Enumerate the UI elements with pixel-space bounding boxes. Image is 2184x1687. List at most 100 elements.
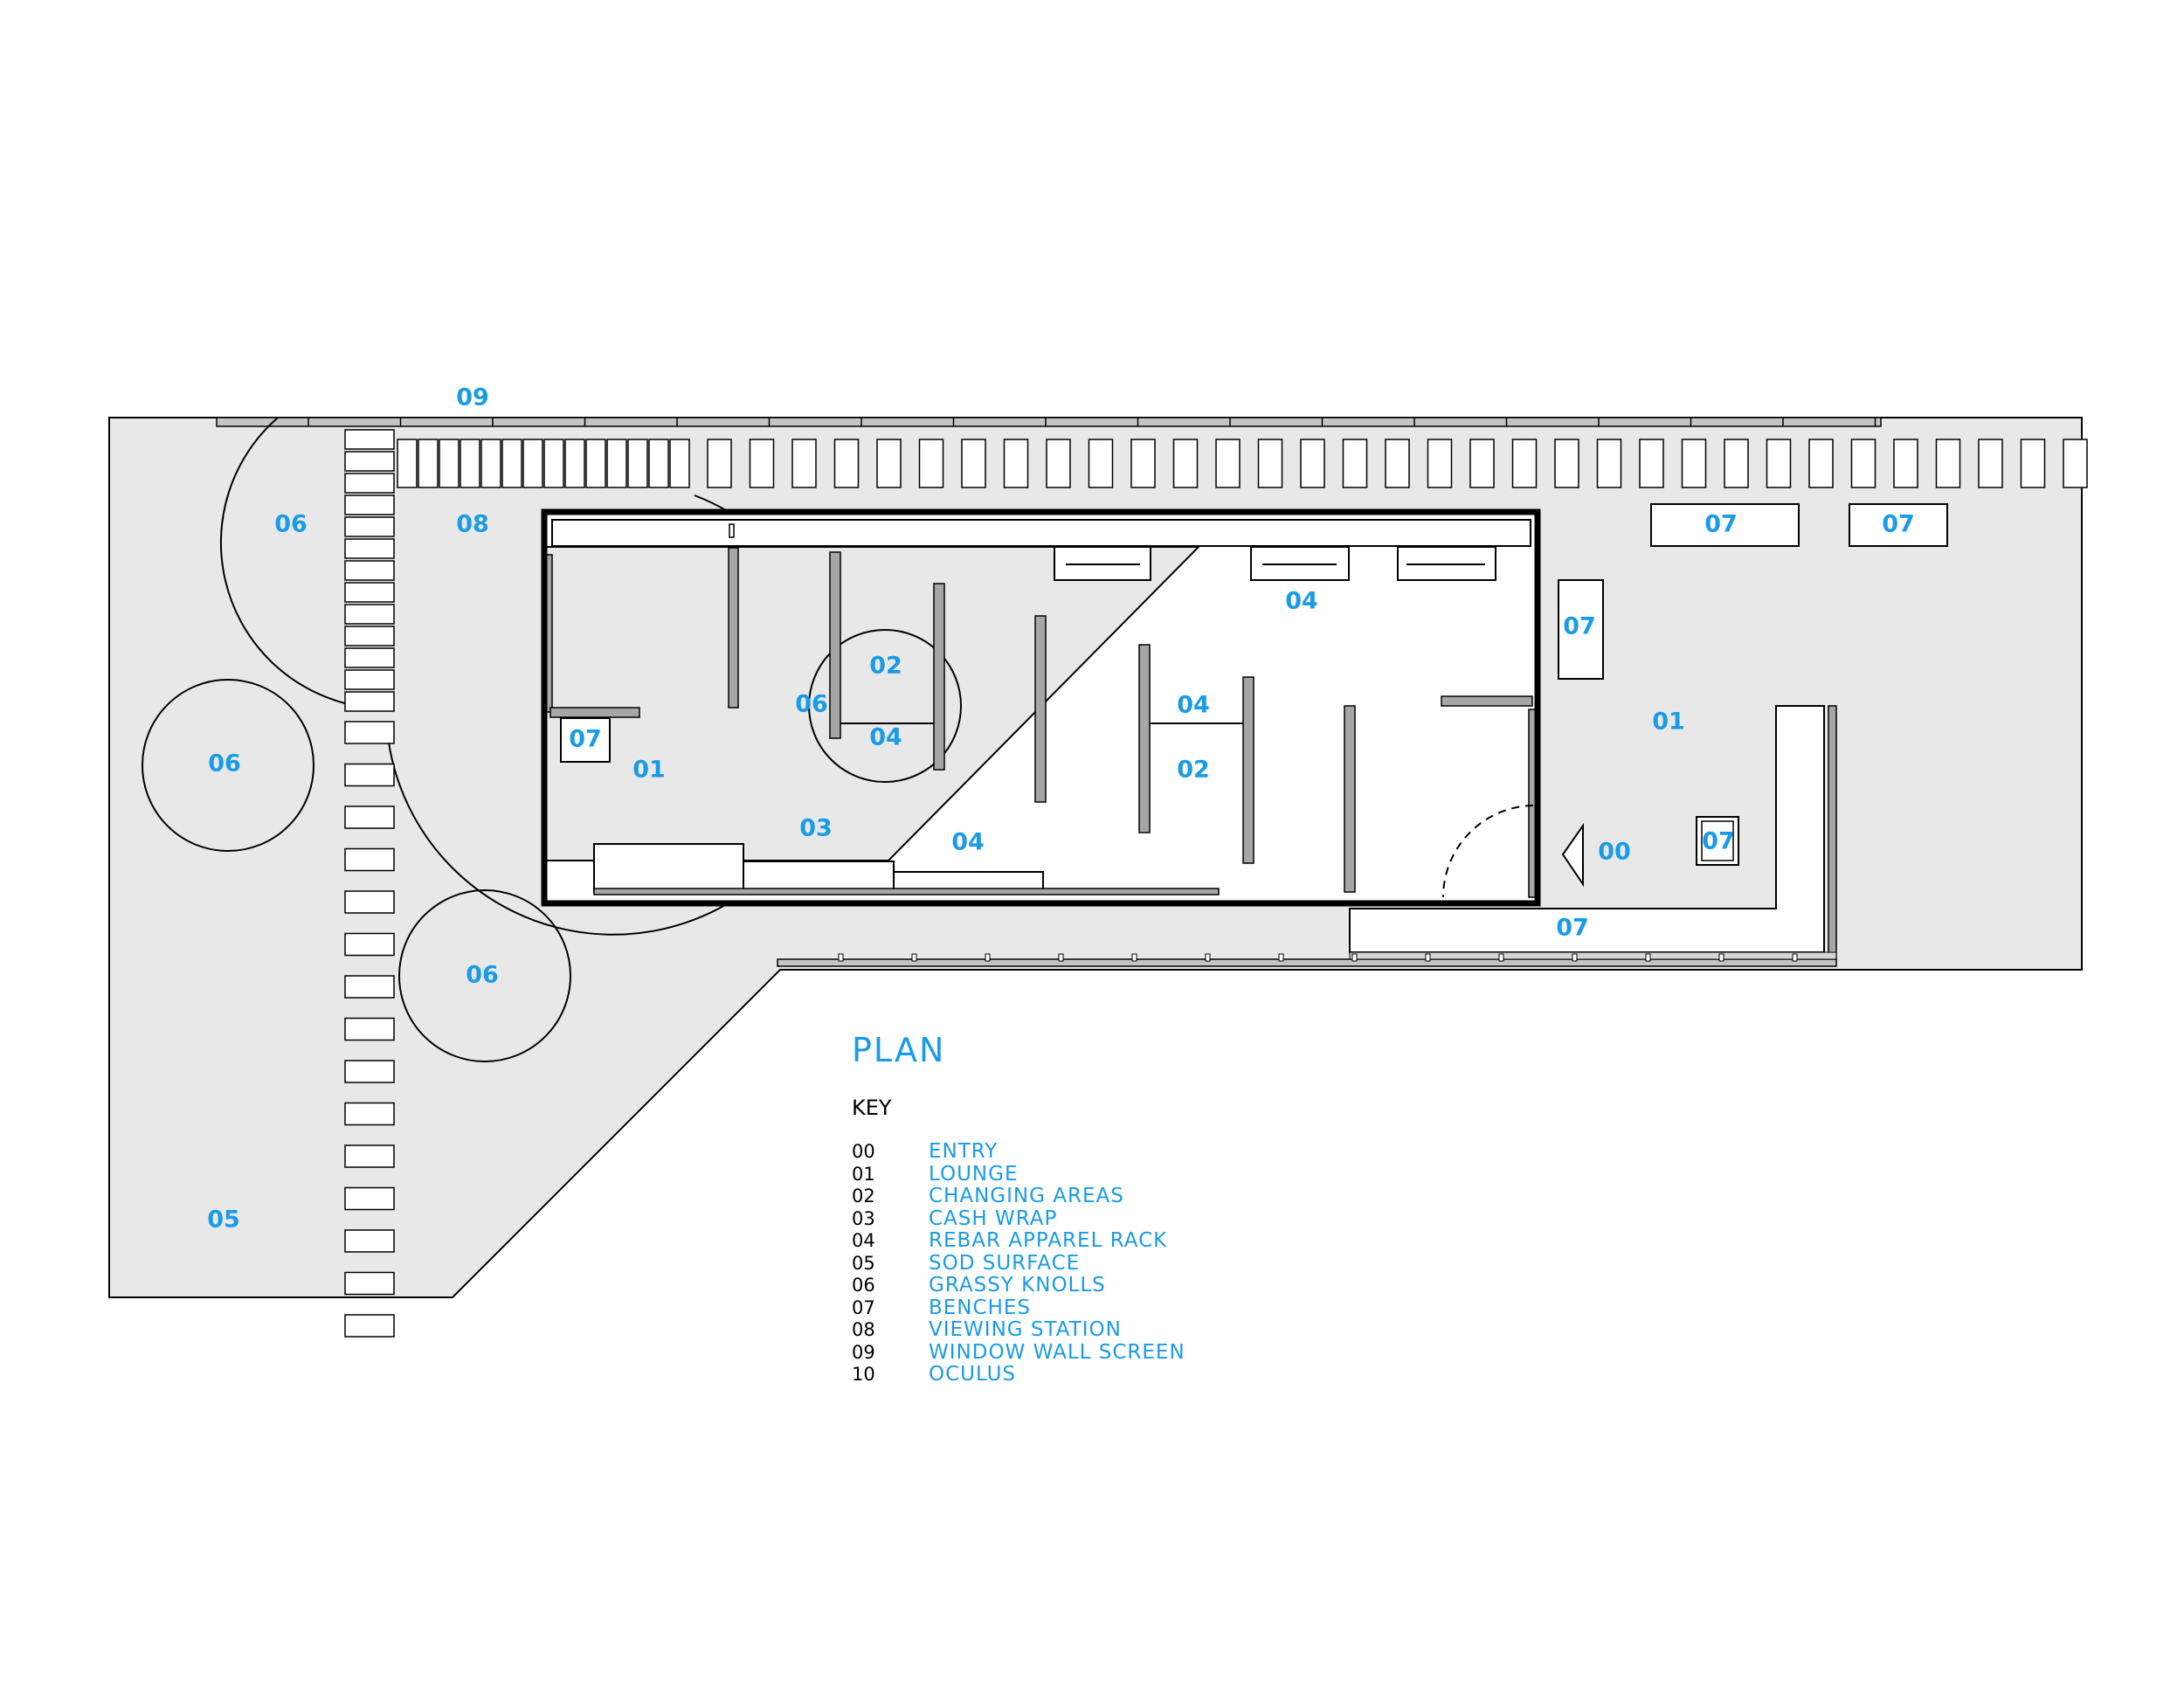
cash-wrap — [593, 843, 1220, 895]
entry-arrow — [1561, 822, 1584, 888]
grassy-knoll-circle — [398, 889, 571, 1062]
stepping-stone — [344, 1144, 395, 1168]
top-pavers — [397, 439, 2088, 488]
stepping-stone — [344, 647, 395, 668]
label-03: 03 — [799, 815, 833, 842]
window-wall-screen — [216, 417, 1882, 427]
stepping-stone — [344, 1060, 395, 1083]
label-06: 06 — [466, 962, 499, 989]
stepping-stone — [344, 890, 395, 914]
paver — [2063, 439, 2088, 488]
paver — [1639, 439, 1664, 488]
paver — [1724, 439, 1749, 488]
paver — [961, 439, 986, 488]
paver — [1257, 439, 1283, 488]
paver — [1046, 439, 1071, 488]
paver — [2020, 439, 2046, 488]
label-00: 00 — [1598, 839, 1631, 866]
paver — [648, 439, 669, 488]
key-code: 10 — [852, 1364, 875, 1385]
stepping-stone — [344, 805, 395, 829]
label-06: 06 — [274, 511, 308, 538]
bench — [1849, 503, 1948, 547]
stepping-stone — [344, 538, 395, 559]
paver — [918, 439, 944, 488]
stepping-stone — [344, 516, 395, 537]
paver — [1172, 439, 1199, 488]
paver — [1978, 439, 2003, 488]
stepping-stone — [344, 1271, 395, 1296]
key-code: 09 — [852, 1341, 875, 1363]
key-name: WINDOW WALL SCREEN — [929, 1340, 1185, 1364]
stepping-stone — [344, 560, 395, 581]
paver — [707, 439, 732, 488]
stepping-stone — [344, 691, 395, 712]
paver — [1385, 439, 1410, 488]
stepping-stone — [344, 847, 395, 872]
bench — [560, 717, 611, 763]
label-07: 07 — [1556, 915, 1589, 942]
key-row: 10 OCULUS — [852, 1363, 1185, 1386]
paver — [749, 439, 775, 488]
stepping-stone — [344, 1314, 395, 1338]
stepping-stone — [344, 582, 395, 603]
paver — [1554, 439, 1579, 488]
paver — [543, 439, 564, 488]
key-name: LOUNGE — [929, 1162, 1019, 1186]
stepping-stone — [344, 975, 395, 999]
label-02: 02 — [1177, 757, 1210, 784]
paver — [418, 439, 439, 488]
plan-title: PLAN — [852, 1031, 946, 1069]
key-name: REBAR APPAREL RACK — [929, 1229, 1168, 1252]
label-09: 09 — [456, 384, 489, 411]
key-name: OCULUS — [929, 1363, 1017, 1386]
bench — [1650, 503, 1800, 547]
door-swing — [1442, 805, 1534, 898]
stepping-stone — [344, 1017, 395, 1041]
stepping-stone — [344, 451, 395, 472]
paver — [1088, 439, 1114, 488]
stepping-stone — [344, 473, 395, 494]
paver — [1935, 439, 1961, 488]
stepping-stone — [344, 932, 395, 957]
top-shelf — [551, 519, 1531, 547]
stepping-stone — [344, 763, 395, 787]
label-04: 04 — [951, 829, 985, 856]
paver — [1766, 439, 1792, 488]
paver — [1850, 439, 1876, 488]
bench — [1696, 816, 1739, 866]
stepping-stone — [344, 669, 395, 690]
long-bench — [777, 705, 1837, 967]
key-name: GRASSY KNOLLS — [929, 1274, 1106, 1296]
paver — [1808, 439, 1834, 488]
paver — [1511, 439, 1538, 488]
store-walls — [541, 508, 1541, 907]
label-06: 06 — [208, 750, 241, 778]
stepping-stone — [344, 1186, 395, 1211]
paver — [627, 439, 648, 488]
label-07: 07 — [569, 726, 602, 753]
paver — [669, 439, 690, 488]
label-07: 07 — [1702, 828, 1735, 855]
changing-area-circle — [808, 629, 962, 783]
key-code: 04 — [852, 1230, 875, 1251]
bench — [1558, 579, 1604, 680]
paver — [1893, 439, 1918, 488]
stepping-stones — [344, 429, 395, 1338]
paver — [1469, 439, 1495, 488]
label-04: 04 — [1285, 588, 1318, 615]
paver — [564, 439, 585, 488]
key-code: 02 — [852, 1186, 875, 1206]
label-01: 01 — [1652, 709, 1685, 736]
label-06: 06 — [795, 691, 828, 718]
stepping-stone — [344, 1102, 395, 1126]
paver — [585, 439, 606, 488]
stepping-stone — [344, 721, 395, 744]
key-code: 03 — [852, 1207, 875, 1229]
